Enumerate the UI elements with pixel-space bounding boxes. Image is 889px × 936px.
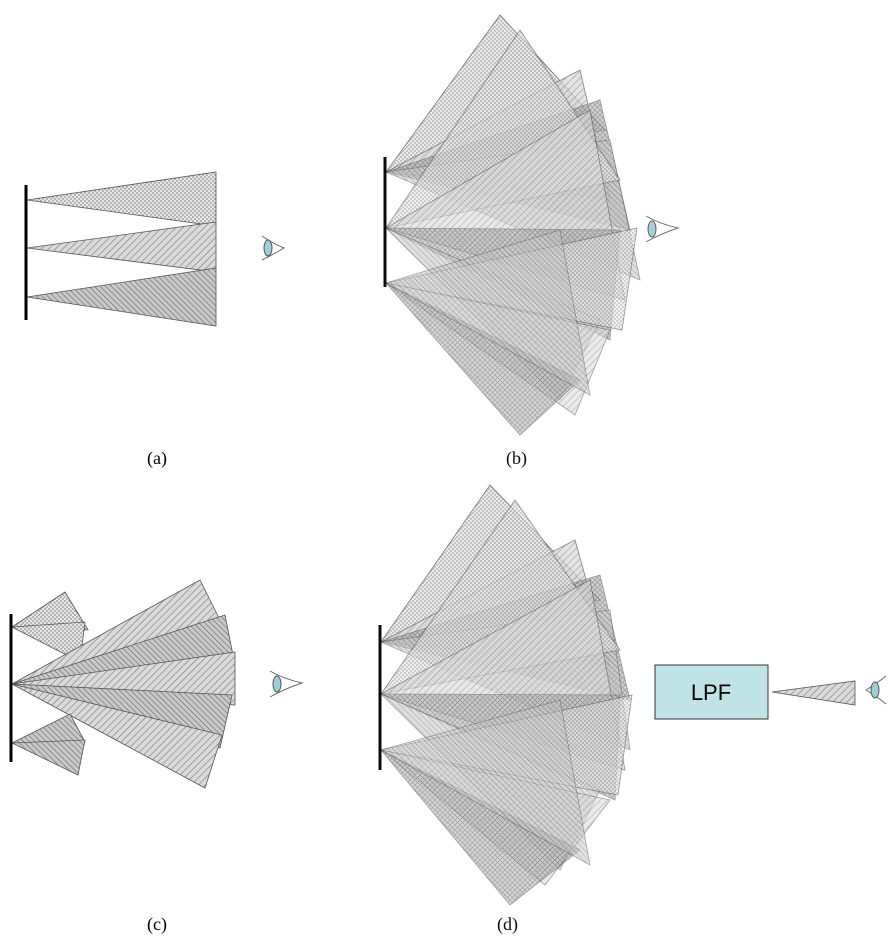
panel-a: (a) <box>24 171 286 469</box>
eye-icon-c <box>269 670 304 698</box>
caption-c: (c) <box>147 914 167 935</box>
eye-icon-b <box>645 215 680 243</box>
beam-c-mid-5 <box>11 683 223 789</box>
beam-a1 <box>26 171 217 227</box>
caption-a: (a) <box>147 448 167 469</box>
eye-icon-d <box>865 675 887 705</box>
beam-c-top-2 <box>10 621 86 663</box>
beam-c-bot-1 <box>11 713 86 744</box>
beam-a3 <box>26 267 217 327</box>
caption-b: (b) <box>506 448 527 469</box>
low-pass-filter-block: LPF <box>654 664 769 720</box>
beams-a <box>26 171 217 327</box>
lpf-box <box>654 664 769 720</box>
lpf-label: LPF <box>691 680 731 705</box>
beams-b <box>384 14 641 436</box>
panel-b: (b) <box>383 14 680 469</box>
caption-d: (d) <box>497 914 518 935</box>
beam-b12 <box>384 229 591 396</box>
eye-icon-a <box>261 235 286 261</box>
filtered-beam <box>771 680 856 706</box>
panel-d: (d) <box>378 484 633 935</box>
beams-c <box>10 579 236 789</box>
beams-d <box>379 484 633 906</box>
panel-c: (c) <box>9 579 304 935</box>
beam-d12 <box>379 699 591 866</box>
beam-a2 <box>26 221 217 273</box>
beam-c-bot-2 <box>11 739 86 776</box>
